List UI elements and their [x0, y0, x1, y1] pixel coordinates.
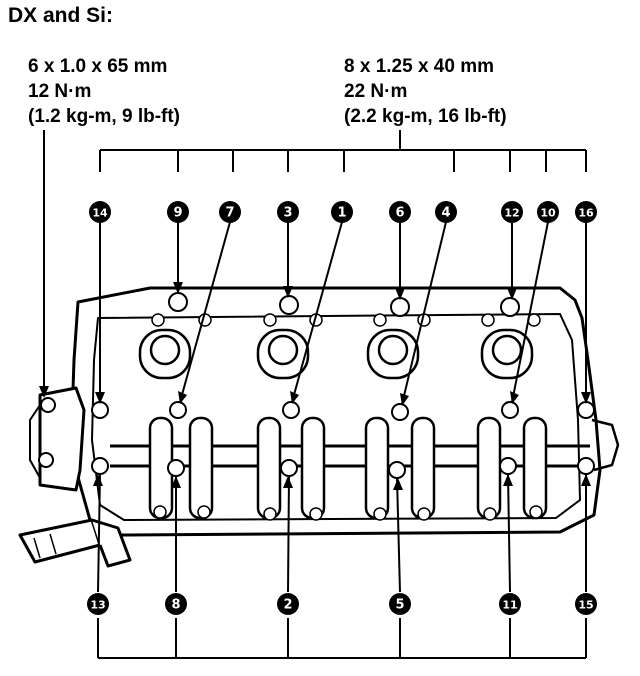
svg-text:9: 9 [173, 206, 182, 221]
top-bolt-badges: 14 9 7 3 1 6 4 12 10 16 [89, 201, 597, 223]
svg-text:6: 6 [395, 206, 404, 221]
bolt-badge-12: 12 [501, 201, 523, 223]
bolt-size-small: 6 x 1.0 x 65 mm [28, 56, 168, 77]
bolt-head [388, 461, 406, 479]
bolt-badge-13: 13 [87, 593, 109, 615]
bolt-size-large: 8 x 1.25 x 40 mm [344, 56, 494, 77]
bolt-head [280, 459, 298, 477]
camshaft-lobes [138, 328, 548, 520]
bolt-head [391, 403, 409, 421]
bolt-head [500, 297, 520, 317]
svg-text:5: 5 [395, 598, 404, 613]
bolt-spec-small: 6 x 1.0 x 65 mm 12 N·m (1.2 kg-m, 9 lb-f… [28, 54, 180, 129]
bolt-head [167, 459, 185, 477]
svg-text:1: 1 [337, 206, 346, 221]
svg-text:13: 13 [90, 599, 105, 612]
svg-text:16: 16 [578, 207, 594, 220]
bolt-head [501, 401, 519, 419]
bolt-torque-small: 12 N·m [28, 81, 92, 102]
svg-text:8: 8 [171, 598, 180, 613]
bottom-bolt-badges: 13 8 2 5 11 15 [87, 593, 597, 615]
bolt-badge-7: 7 [219, 201, 241, 223]
bolt-head [40, 397, 56, 413]
bolt-torque-alt-small: (1.2 kg-m, 9 lb-ft) [28, 106, 181, 127]
bolt-head [168, 292, 188, 312]
cylinder-1-lobes [138, 328, 214, 520]
leader-lines [43, 130, 587, 659]
bolt-head [499, 457, 517, 475]
bolt-badge-2: 2 [277, 593, 299, 615]
bolt-badge-3: 3 [277, 201, 299, 223]
bolt-head [91, 401, 109, 419]
bolt-torque-alt-large: (2.2 kg-m, 16 lb-ft) [344, 106, 507, 127]
svg-text:14: 14 [92, 207, 108, 220]
svg-text:4: 4 [441, 206, 450, 221]
bolt-badge-9: 9 [167, 201, 189, 223]
bolt-head [279, 295, 299, 315]
cylinder-2-lobes [256, 328, 326, 520]
bolt-head [38, 452, 54, 468]
svg-text:3: 3 [283, 206, 292, 221]
svg-text:15: 15 [578, 599, 593, 612]
svg-text:7: 7 [225, 206, 234, 221]
right-end-mount [591, 418, 620, 472]
bolt-badge-16: 16 [575, 201, 597, 223]
leader-arrowheads [39, 282, 591, 490]
bolt-badge-15: 15 [575, 593, 597, 615]
bolt-badge-4: 4 [435, 201, 457, 223]
cylinder-3-lobes [364, 328, 436, 520]
bolt-head [577, 457, 595, 475]
diagram-heading: DX and Si: [8, 4, 114, 27]
svg-text:12: 12 [504, 207, 519, 220]
bolt-torque-large: 22 N·m [344, 81, 408, 102]
svg-text:10: 10 [540, 207, 556, 220]
svg-text:11: 11 [502, 599, 517, 612]
bolt-head [169, 401, 187, 419]
head-bolt-heads [38, 292, 595, 479]
svg-text:2: 2 [283, 598, 292, 613]
cylinder-4-lobes [476, 328, 548, 520]
bolt-head [282, 401, 300, 419]
bolt-badge-5: 5 [389, 593, 411, 615]
bolt-badge-8: 8 [165, 593, 187, 615]
bolt-badge-6: 6 [389, 201, 411, 223]
bolt-badge-10: 10 [537, 201, 559, 223]
bolt-spec-large: 8 x 1.25 x 40 mm 22 N·m (2.2 kg-m, 16 lb… [344, 54, 507, 129]
water-outlet-pipe [18, 518, 102, 564]
bottom-bracket [97, 618, 587, 659]
bolt-head [390, 297, 410, 317]
bolt-badge-14: 14 [89, 201, 111, 223]
bolt-badge-11: 11 [499, 593, 521, 615]
bolt-badge-1: 1 [331, 201, 353, 223]
bolt-head [577, 401, 595, 419]
bolt-head [91, 457, 109, 475]
